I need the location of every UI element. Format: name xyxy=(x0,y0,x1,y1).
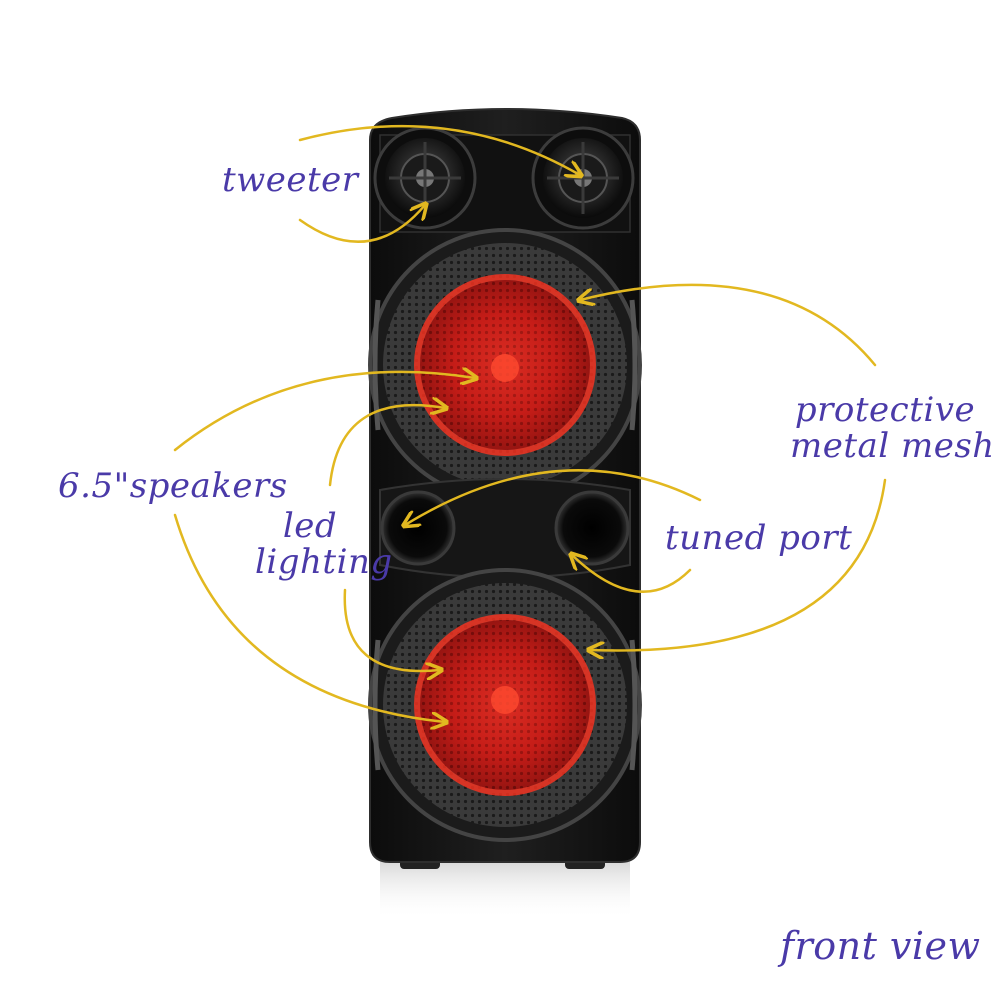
arrow-mesh-lower xyxy=(590,478,887,651)
woofer-upper xyxy=(368,228,642,502)
arrow-speakers-upper xyxy=(173,372,475,452)
label-mesh-line2: metal mesh xyxy=(790,426,995,466)
label-tuned-port: tuned port xyxy=(665,518,853,558)
arrow-tweeter-left xyxy=(298,205,425,243)
port-right xyxy=(554,490,630,566)
label-led-line1: led xyxy=(282,506,338,546)
arrow-port-left xyxy=(405,469,702,525)
tweeter-left xyxy=(373,126,477,230)
label-led-line2: lighting xyxy=(255,542,393,582)
label-front-view: front view xyxy=(780,924,981,968)
label-mesh-line1: protective xyxy=(794,390,976,430)
floor-shadow xyxy=(380,860,630,920)
label-tweeter: tweeter xyxy=(222,160,359,200)
woofer-lower xyxy=(368,568,642,842)
arrow-mesh-upper xyxy=(580,283,877,367)
arrow-port-right xyxy=(572,555,692,593)
arrow-led-upper xyxy=(328,405,445,487)
arrow-tweeter-right xyxy=(298,124,580,175)
label-led-lighting: led lighting xyxy=(255,506,393,582)
arrow-speakers-lower xyxy=(173,513,445,722)
label-speakers: 6.5"speakers xyxy=(58,466,288,506)
arrow-led-lower xyxy=(343,588,440,671)
label-protective-mesh: protective metal mesh xyxy=(790,390,995,466)
